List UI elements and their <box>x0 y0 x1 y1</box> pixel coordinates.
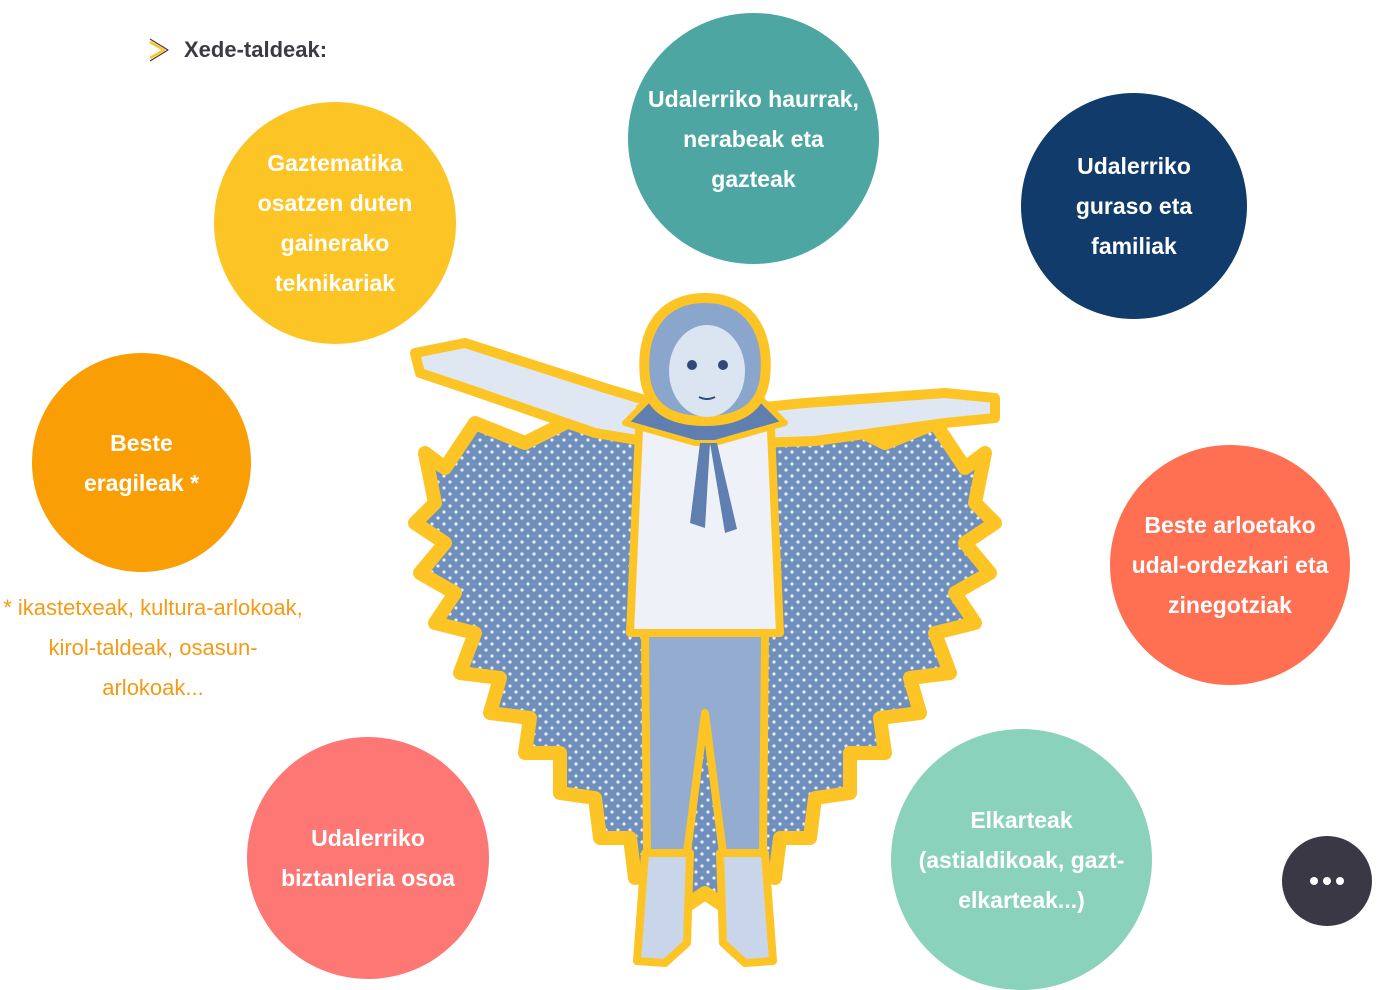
group-other-agents: Beste eragileak * <box>32 353 251 572</box>
group-parents-families: Udalerriko guraso eta familiak <box>1021 93 1247 319</box>
group-whole-population: Udalerriko biztanleria osoa <box>247 737 489 979</box>
group-children-youth: Udalerriko haurrak, nerabeak eta gazteak <box>628 13 879 264</box>
ellipsis-icon <box>1310 877 1318 885</box>
group-council-representatives: Beste arloetako udal-ordezkari eta zineg… <box>1110 445 1350 685</box>
ellipsis-icon-dot <box>1336 877 1344 885</box>
group-other-agents-label: Beste eragileak * <box>83 429 200 496</box>
section-heading-label: Xede-taldeak: <box>184 37 328 62</box>
group-technicians: Gaztematika osatzen duten gainerako tekn… <box>214 102 456 344</box>
section-heading: Xede-taldeak: <box>146 36 327 64</box>
double-chevron-right-icon <box>149 38 169 62</box>
head <box>639 293 771 427</box>
group-parents-families-label: Udalerriko guraso eta familiak <box>1075 153 1193 259</box>
group-technicians-label: Gaztematika osatzen duten gainerako tekn… <box>257 150 413 296</box>
feet <box>633 849 777 967</box>
group-associations-label: Elkarteak (astialdikoak, gazt-elkarteak.… <box>918 806 1125 913</box>
group-whole-population-label: Udalerriko biztanleria osoa <box>281 825 455 891</box>
group-children-youth-label: Udalerriko haurrak, nerabeak eta gazteak <box>648 85 859 192</box>
group-associations: Elkarteak (astialdikoak, gazt-elkarteak.… <box>891 729 1152 990</box>
more-options-button[interactable] <box>1282 836 1372 926</box>
child-in-cape-illustration <box>408 293 1002 967</box>
group-council-representatives-label: Beste arloetako udal-ordezkari eta zineg… <box>1131 512 1329 618</box>
footnote: * ikastetxeak, kultura-arlokoak, kirol-t… <box>3 595 303 700</box>
ellipsis-icon-dot <box>1323 877 1331 885</box>
